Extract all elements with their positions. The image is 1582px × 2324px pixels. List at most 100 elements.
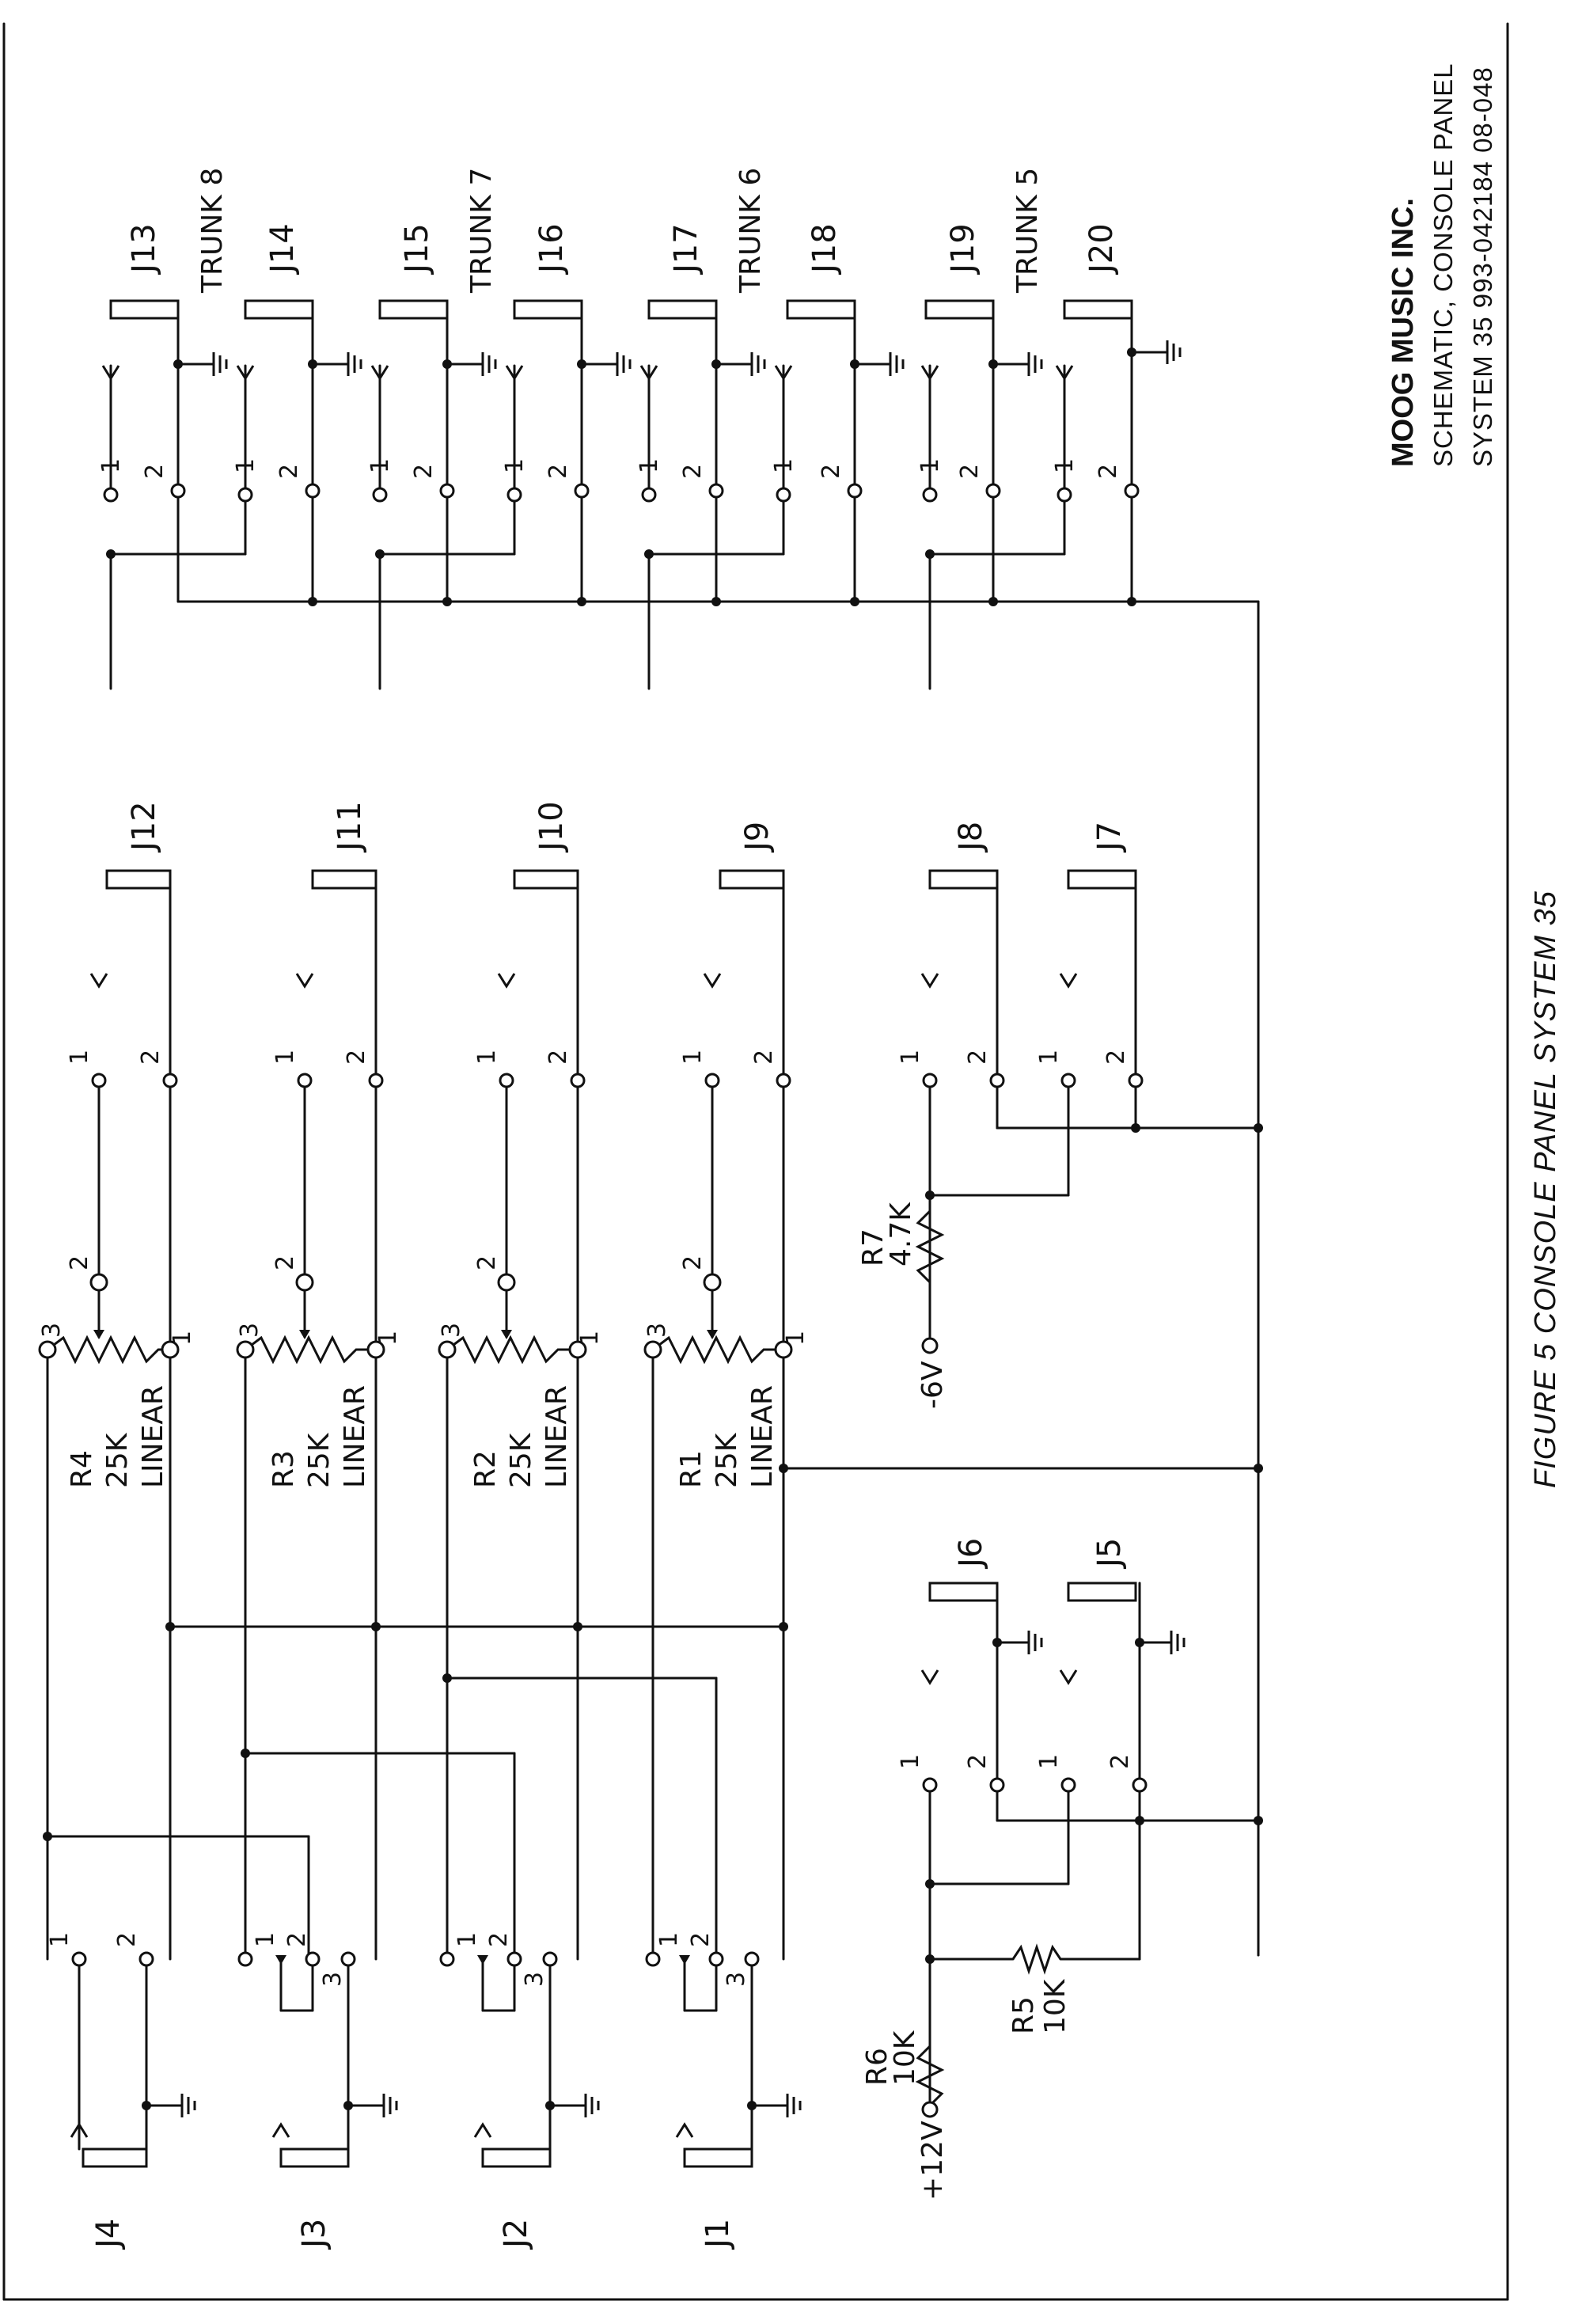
jack-ref: J20	[1083, 223, 1120, 275]
pin-number: 2	[1095, 464, 1122, 479]
pin-number: 1	[169, 1331, 196, 1346]
jack-ref: J11	[332, 801, 368, 853]
jack-ref: J16	[533, 223, 570, 275]
pin-number: 2	[1102, 1050, 1130, 1065]
pin-number: 2	[679, 464, 707, 479]
pin-number: 2	[410, 464, 438, 479]
pin-number: 3	[521, 1972, 548, 1987]
pin-number: 1	[252, 1932, 279, 1947]
trunk-label: TRUNK 5	[1011, 168, 1044, 294]
pin-number: 1	[46, 1932, 74, 1947]
pin-number: 2	[1106, 1754, 1134, 1769]
pin-number: 1	[1051, 458, 1079, 473]
pin-number: 1	[366, 458, 394, 473]
jack-ref: J10	[533, 801, 570, 853]
pin-number: 1	[271, 1050, 299, 1065]
pin-number: 1	[1035, 1050, 1063, 1065]
jack-ref: J18	[806, 223, 843, 275]
pot-taper: LINEAR	[339, 1385, 371, 1488]
pot-taper: LINEAR	[137, 1385, 169, 1488]
jack-ref: J9	[739, 822, 776, 853]
pin-number: 1	[453, 1932, 481, 1947]
pin-number: 2	[964, 1754, 992, 1769]
pin-number: 2	[113, 1932, 141, 1947]
resistor-ref: R7	[857, 1228, 890, 1266]
pot-value: 25K	[505, 1432, 537, 1488]
jack-ref: J7	[1091, 822, 1128, 853]
trunk-label: TRUNK 6	[734, 168, 767, 294]
pin-number: 3	[438, 1323, 465, 1338]
pin-number: 2	[275, 464, 303, 479]
pot-ref: R4	[66, 1450, 98, 1488]
jack-ref: J14	[264, 223, 301, 275]
resistor-value: 10K	[889, 2030, 921, 2086]
pin-number: 1	[501, 458, 529, 473]
pot-value: 25K	[303, 1432, 336, 1488]
jack-ref: J17	[668, 223, 704, 275]
pin-number: 1	[770, 458, 798, 473]
supply-label-pos: +12V	[916, 2121, 949, 2201]
pin-number: 2	[473, 1255, 501, 1270]
pin-number: 3	[319, 1972, 347, 1987]
pin-number: 1	[232, 458, 260, 473]
pot-value: 25K	[101, 1432, 134, 1488]
pin-number: 2	[343, 1050, 370, 1065]
pin-number: 2	[485, 1932, 513, 1947]
jack-ref: J6	[953, 1538, 989, 1570]
title-block-company: MOOG MUSIC INC.	[1387, 198, 1420, 467]
jack-ref: J4	[90, 2219, 127, 2250]
pin-number: 2	[66, 1255, 93, 1270]
pin-number: 3	[723, 1972, 750, 1987]
title-block-description: SCHEMATIC, CONSOLE PANEL	[1428, 63, 1458, 467]
pin-number: 1	[1035, 1754, 1063, 1769]
pin-number: 1	[66, 1050, 93, 1065]
pin-number: 1	[782, 1331, 810, 1346]
jack-ref: J19	[945, 223, 981, 275]
pin-number: 2	[750, 1050, 778, 1065]
supply-label-neg: -6V	[916, 1361, 949, 1409]
figure-caption: FIGURE 5 CONSOLE PANEL SYSTEM 35	[1529, 890, 1562, 1488]
pin-number: 1	[473, 1050, 501, 1065]
pot-value: 25K	[711, 1432, 743, 1488]
pin-number: 2	[283, 1932, 311, 1947]
pot-taper: LINEAR	[746, 1385, 779, 1488]
pin-number: 2	[544, 1050, 572, 1065]
trunk-label: TRUNK 8	[196, 168, 229, 294]
pin-number: 2	[818, 464, 845, 479]
pin-number: 1	[576, 1331, 604, 1346]
jack-ref: J5	[1091, 1538, 1128, 1570]
pin-number: 1	[897, 1754, 924, 1769]
pot-ref: R2	[469, 1450, 502, 1488]
pin-number: 2	[687, 1932, 715, 1947]
pot-ref: R3	[267, 1450, 300, 1488]
jack-ref: J13	[126, 223, 162, 275]
jack-ref: J3	[296, 2219, 332, 2250]
title-block-doc-number: SYSTEM 35 993-042184 08-048	[1468, 66, 1497, 467]
pin-number: 2	[271, 1255, 299, 1270]
pin-number: 2	[141, 464, 169, 479]
jack-ref: J12	[126, 801, 162, 853]
pin-number: 1	[655, 1932, 683, 1947]
pin-number: 1	[635, 458, 663, 473]
pin-number: 2	[964, 1050, 992, 1065]
pin-number: 2	[137, 1050, 165, 1065]
pin-number: 1	[897, 1050, 924, 1065]
trunk-label: TRUNK 7	[465, 168, 498, 294]
resistor-ref: R6	[861, 2048, 893, 2086]
resistor-value: 10K	[1039, 1978, 1072, 2034]
pin-number: 3	[643, 1323, 671, 1338]
resistor-ref: R5	[1007, 1996, 1040, 2034]
pin-number: 3	[38, 1323, 66, 1338]
pin-number: 1	[916, 458, 944, 473]
pin-number: 3	[236, 1323, 264, 1338]
jack-ref: J8	[953, 822, 989, 853]
pot-taper: LINEAR	[541, 1385, 573, 1488]
jack-ref: J2	[498, 2219, 534, 2250]
pot-ref: R1	[675, 1450, 708, 1488]
pin-number: 1	[679, 1050, 707, 1065]
pin-number: 2	[544, 464, 572, 479]
pin-number: 1	[374, 1331, 402, 1346]
pin-number: 2	[679, 1255, 707, 1270]
